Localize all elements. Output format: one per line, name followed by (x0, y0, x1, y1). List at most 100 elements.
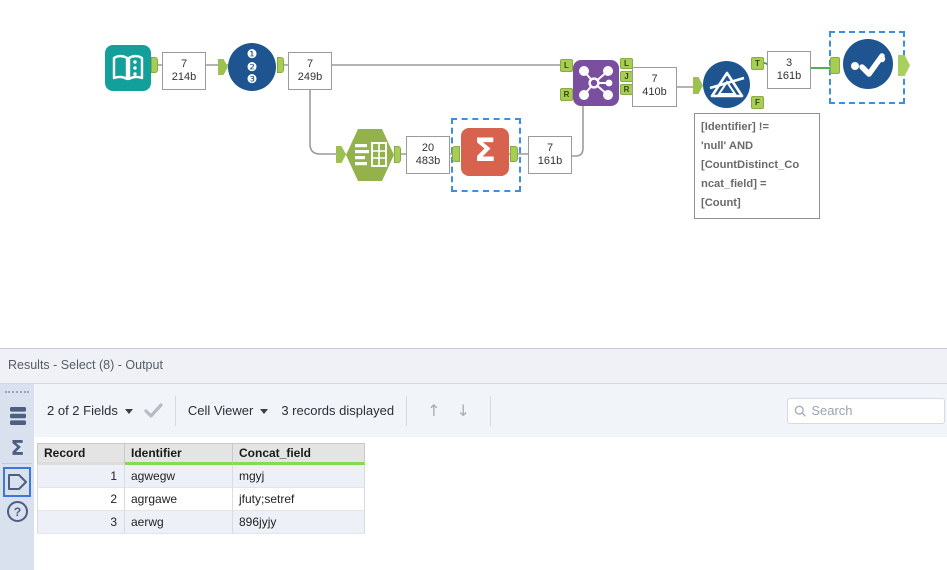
cell-record[interactable]: 2 (37, 488, 125, 511)
output-anchor[interactable] (898, 55, 910, 76)
output-anchor[interactable] (151, 57, 158, 73)
join-tool[interactable] (573, 60, 619, 106)
record-count: 3 (785, 57, 793, 69)
anchor-letter: L (564, 61, 569, 70)
connection-wire[interactable] (309, 90, 346, 155)
cell-concat-field[interactable]: jfuty;setref (233, 488, 365, 511)
cell-identifier[interactable]: aerwg (125, 511, 233, 534)
record-count-annotation[interactable]: 20 483b (406, 136, 450, 174)
record-count-annotation[interactable]: 7 214b (162, 52, 206, 90)
record-count: 7 (651, 73, 658, 85)
input-anchor[interactable] (452, 146, 460, 162)
search-input[interactable] (811, 403, 938, 418)
cell-record[interactable]: 3 (37, 511, 125, 534)
join-right-input-anchor[interactable]: R (560, 88, 573, 101)
anchor-letter: F (755, 98, 760, 107)
toolbar-separator (489, 395, 491, 426)
sidebar-divider (2, 463, 32, 464)
join-left-output-anchor[interactable]: L (620, 58, 633, 69)
annotation-view-button-selected[interactable] (3, 467, 31, 497)
filter-tool[interactable] (703, 61, 750, 108)
record-count-annotation[interactable]: 7 161b (528, 136, 572, 174)
select-tool[interactable] (843, 39, 893, 89)
anchor-letter: T (755, 59, 760, 68)
filter-false-output-anchor[interactable]: F (751, 96, 764, 109)
anchor-letter: R (563, 90, 570, 99)
data-view-button[interactable] (6, 403, 29, 428)
cell-concat-field[interactable]: 896jyjy (233, 511, 365, 534)
results-title-bar: Results - Select (8) - Output (0, 348, 947, 384)
input-anchor[interactable] (830, 57, 840, 74)
results-table: Record Identifier Concat_field 1 agwegw … (37, 443, 365, 534)
scroll-down-button[interactable]: ↓ (456, 401, 470, 420)
record-count: 20 (421, 142, 435, 154)
sigma-icon: Σ (10, 435, 25, 460)
open-book-icon (112, 54, 144, 81)
question-mark-icon: ? (7, 501, 28, 522)
input-anchor[interactable] (693, 77, 703, 94)
data-size: 161b (537, 155, 563, 167)
apply-check-icon[interactable] (144, 403, 163, 418)
checkmark-dots-icon (851, 53, 886, 77)
filter-expression-annotation[interactable]: [Identifier] != 'null' AND [CountDistinc… (694, 113, 820, 219)
record-count-annotation[interactable]: 7 249b (288, 52, 332, 90)
fields-dropdown[interactable]: 2 of 2 Fields (47, 403, 118, 418)
expression-line: [CountDistinct_Co (701, 159, 800, 171)
expression-line: [Count] (701, 197, 741, 209)
column-header-record[interactable]: Record (37, 443, 125, 465)
record-id-tool[interactable]: ❶ ❷ ❸ (228, 43, 276, 91)
cell-viewer-dropdown[interactable]: Cell Viewer (187, 403, 254, 418)
input-anchor[interactable] (336, 146, 346, 163)
input-anchor[interactable] (218, 59, 228, 75)
results-toolbar: 2 of 2 Fields Cell Viewer 3 records disp… (34, 384, 947, 437)
column-header-identifier[interactable]: Identifier (125, 443, 233, 465)
cell-concat-field[interactable]: mgyj (233, 465, 365, 488)
output-anchor[interactable] (394, 146, 401, 163)
cell-record[interactable]: 1 (37, 465, 125, 488)
pentagon-tag-icon (8, 474, 27, 490)
expression-line: ncat_field] = (701, 178, 767, 190)
record-count: 7 (306, 58, 314, 70)
record-count-annotation[interactable]: 3 161b (767, 51, 811, 89)
expression-line: [Identifier] != (701, 121, 770, 133)
sigma-icon: Σ (474, 131, 496, 169)
filter-true-output-anchor[interactable]: T (751, 57, 764, 70)
metadata-view-button[interactable]: Σ (6, 435, 29, 460)
results-panel: Results - Select (8) - Output Σ (0, 348, 947, 570)
scroll-up-button[interactable]: ↑ (427, 401, 441, 420)
search-box[interactable] (787, 397, 945, 424)
records-displayed-label: 3 records displayed (281, 403, 395, 418)
cell-identifier[interactable]: agwegw (125, 465, 233, 488)
help-button[interactable]: ? (6, 499, 29, 524)
output-anchor[interactable] (277, 57, 284, 73)
expression-line: 'null' AND (701, 140, 754, 152)
numbered-circles-icon: ❶ ❷ ❸ (228, 43, 276, 91)
workflow-canvas: 7 214b ❶ ❷ ❸ 7 249b (105, 31, 910, 219)
record-count: 7 (180, 58, 188, 70)
column-header-concat-field[interactable]: Concat_field (233, 443, 365, 465)
data-size: 483b (415, 155, 441, 167)
panel-grip-handle[interactable] (5, 391, 29, 393)
cell-identifier[interactable]: agrgawe (125, 488, 233, 511)
toolbar-separator (174, 395, 176, 426)
results-title: Results - Select (8) - Output (8, 358, 163, 372)
chevron-down-icon[interactable] (124, 409, 133, 414)
stacked-rows-icon (9, 406, 26, 425)
summarize-tool[interactable]: Σ (461, 128, 509, 176)
results-sidebar: Σ ? (0, 384, 34, 570)
one-circle-glyph: ❶ (246, 47, 258, 62)
data-size: 410b (642, 86, 667, 98)
data-size: 161b (776, 70, 802, 82)
text-to-columns-tool[interactable] (346, 129, 394, 181)
record-count-annotation[interactable]: 7 410b (632, 67, 677, 107)
funnel-icon (709, 71, 745, 98)
data-size: 249b (297, 71, 323, 83)
output-anchor[interactable] (510, 146, 518, 162)
join-left-input-anchor[interactable]: L (560, 59, 573, 72)
search-icon (794, 405, 806, 417)
two-circle-glyph: ❷ (246, 59, 258, 74)
data-size: 214b (171, 71, 197, 83)
chevron-down-icon[interactable] (260, 409, 269, 414)
input-data-tool[interactable] (105, 45, 151, 91)
